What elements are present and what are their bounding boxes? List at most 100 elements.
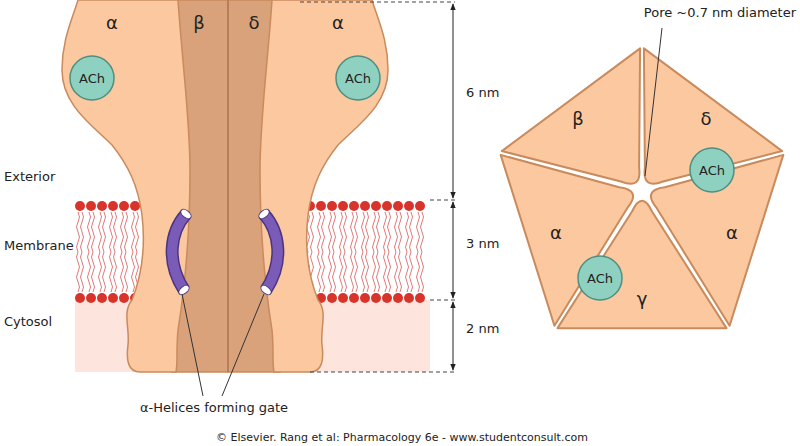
lipid-head (404, 201, 414, 211)
subunit-label: δ (698, 107, 713, 130)
lipid-tail (92, 252, 95, 292)
lipid-head (415, 201, 425, 211)
lipid-head (371, 201, 381, 211)
lipid-head (86, 201, 96, 211)
node-text: β (572, 108, 584, 129)
receptor-top-view (501, 48, 784, 328)
lipid-tail (333, 212, 336, 252)
lipid-tail (406, 212, 409, 252)
lipid-head (108, 293, 118, 303)
lipid-head (97, 201, 107, 211)
leader-line (645, 28, 662, 176)
ach-circle (70, 56, 114, 100)
lipid-head (108, 201, 118, 211)
lipid-tail (110, 212, 113, 252)
annotation-label: α-Helices forming gate (138, 400, 290, 415)
lipid-head (349, 201, 359, 211)
node-text: α (726, 222, 738, 243)
lipid-tail (132, 252, 135, 292)
node-text: δ (700, 108, 711, 129)
lipid-tail (99, 212, 102, 252)
lipid-tail (421, 252, 424, 292)
lipid-head (415, 293, 425, 303)
ach-binding-site: ACh (77, 70, 107, 87)
ach-binding-site: ACh (697, 162, 727, 179)
node-text: α (106, 12, 118, 33)
annotation-label: Exterior (4, 169, 55, 184)
alpha-subunit-shape (62, 0, 190, 372)
leader-line (222, 294, 264, 396)
lipid-tail (410, 212, 413, 252)
lipid-tail (318, 252, 321, 292)
dimension-arrow (453, 4, 454, 370)
lipid-tail (340, 252, 343, 292)
lipid-tail (329, 252, 332, 292)
lipid-tail (377, 212, 380, 252)
lipid-tail (132, 212, 135, 252)
ach-binding-site: ACh (343, 70, 373, 87)
lipid-tail (388, 212, 391, 252)
lipid-tail (373, 212, 376, 252)
dimension-label: 3 nm (466, 236, 499, 251)
node-text: ACh (587, 271, 613, 286)
dimension-label: 2 nm (466, 321, 499, 336)
lipid-tail (318, 212, 321, 252)
lipid-tail (99, 252, 102, 292)
lipid-tail (399, 212, 402, 252)
lipid-tail (77, 212, 80, 252)
copyright-note: © Elsevier. Rang et al: Pharmacology 6e … (214, 431, 590, 444)
lipid-tail (344, 212, 347, 252)
node-text: ACh (699, 163, 725, 178)
lipid-tail (329, 212, 332, 252)
lipid-head (327, 293, 337, 303)
node-text: δ (248, 12, 259, 33)
lipid-head (338, 201, 348, 211)
node-text: β (193, 12, 205, 33)
lipid-tail (114, 252, 117, 292)
lipid-tail (384, 252, 387, 292)
lipid-tail (121, 212, 124, 252)
lipid-tail (322, 212, 325, 252)
node-text: ACh (345, 71, 371, 86)
lipid-head (316, 201, 326, 211)
lipid-tail (366, 212, 369, 252)
lipid-head (75, 293, 85, 303)
lipid-head (130, 201, 140, 211)
annotation-label: Cytosol (4, 314, 52, 329)
lipid-tail (110, 252, 113, 292)
lipid-tail (311, 212, 314, 252)
lipid-head (382, 293, 392, 303)
lipid-tail (417, 212, 420, 252)
lipid-tail (121, 252, 124, 292)
lipid-tail (355, 212, 358, 252)
lipid-tail (421, 212, 424, 252)
lipid-tail (366, 252, 369, 292)
gate-helix (257, 207, 278, 296)
lipid-tail (77, 252, 80, 292)
lipid-tail (410, 252, 413, 292)
subunit-label: β (191, 11, 207, 34)
lipid-tail (322, 252, 325, 292)
lipid-head (393, 293, 403, 303)
leader-line (182, 294, 203, 396)
lipid-tail (114, 212, 117, 252)
lipid-tail (333, 252, 336, 292)
receptor-side-view (62, 0, 388, 372)
annotation-label: Pore ~0.7 nm diameter (644, 5, 796, 20)
node-text: γ (637, 288, 648, 309)
node-text: ACh (79, 71, 105, 86)
subunit-label: α (548, 221, 564, 244)
lipid-tail (81, 252, 84, 292)
node-text: α (550, 222, 562, 243)
lipid-tail (406, 252, 409, 292)
lipid-head (404, 293, 414, 303)
alpha-subunit-shape (260, 0, 388, 372)
lipid-head (327, 201, 337, 211)
lipid-head (360, 201, 370, 211)
lipid-tail (395, 252, 398, 292)
subunit-label: α (724, 221, 740, 244)
lipid-tail (351, 212, 354, 252)
lipid-tail (88, 252, 91, 292)
lipid-tail (88, 212, 91, 252)
